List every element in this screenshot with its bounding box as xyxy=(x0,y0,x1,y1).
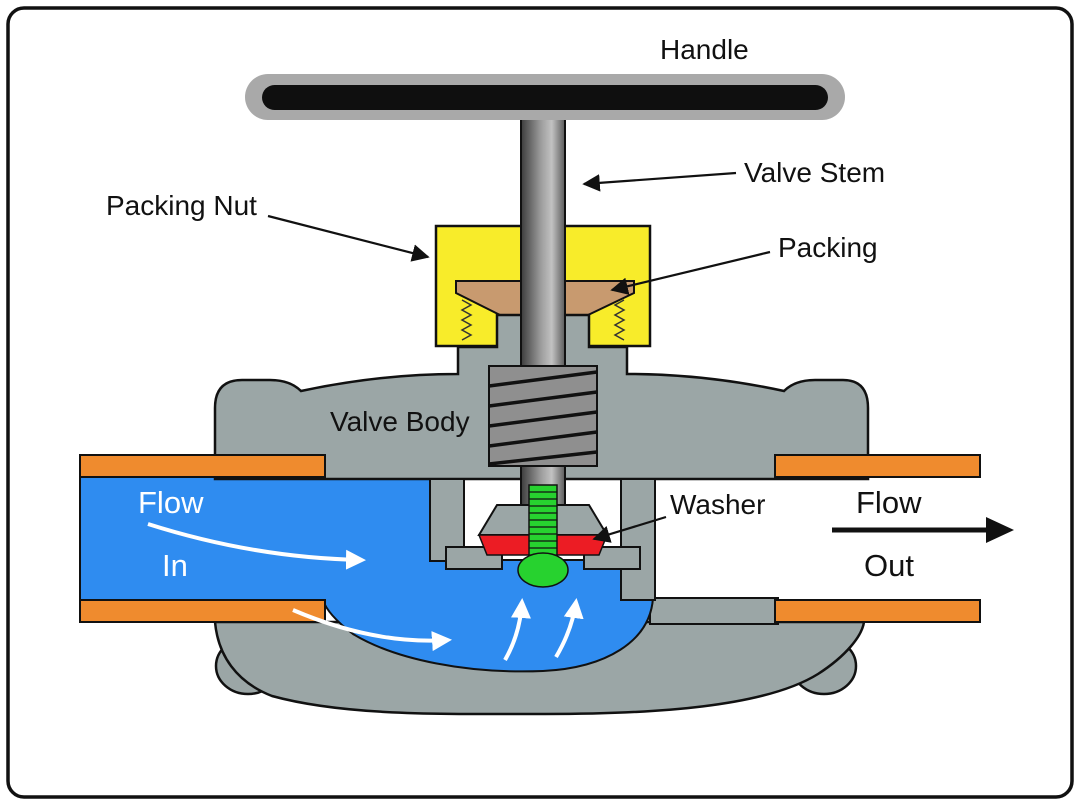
outlet-floor-wall xyxy=(649,597,779,625)
packing-nut-thread-right xyxy=(613,299,626,341)
packing-nut-leader-arrow xyxy=(267,214,430,262)
outlet-pipe-wall-bottom xyxy=(774,599,981,623)
flow-out-arrow-head xyxy=(986,517,1014,543)
packing-nut-thread-left xyxy=(460,299,473,341)
flow-in-label-line1: Flow xyxy=(138,485,204,520)
flow-in-label-line2: In xyxy=(162,548,188,583)
packing-nut-label: Packing Nut xyxy=(106,190,257,221)
inlet-pipe-wall-bottom xyxy=(79,599,326,623)
flow-arrow-in-1 xyxy=(147,522,366,570)
stem-thread-block xyxy=(488,365,598,467)
disc-rod-thread-lines xyxy=(529,491,557,556)
outlet-pipe-wall-top xyxy=(774,454,981,478)
flow-arrow-up-2 xyxy=(554,598,584,659)
flow-out-label-line1: Flow xyxy=(856,485,922,520)
valve-stem-leader-arrow xyxy=(582,171,737,192)
seat-wall-right xyxy=(620,478,656,601)
handle-core xyxy=(262,85,828,110)
disc-ball xyxy=(517,552,569,588)
valve-body-label: Valve Body xyxy=(330,406,470,437)
disc-threaded-rod xyxy=(528,484,558,564)
fluid-flow-passage xyxy=(79,476,655,673)
packing-leader-arrow xyxy=(610,250,771,295)
valve-stem-label: Valve Stem xyxy=(744,157,885,188)
flow-arrow-in-2 xyxy=(292,608,452,652)
flow-arrow-up-1 xyxy=(503,598,531,661)
flow-out-label-line2: Out xyxy=(864,548,914,583)
handle-label: Handle xyxy=(660,34,749,65)
stem-threads xyxy=(488,365,598,467)
stem-thread-ridges xyxy=(488,370,598,466)
washer-label: Washer xyxy=(670,489,765,520)
inlet-pipe-wall-top xyxy=(79,454,326,478)
washer-leader-arrow xyxy=(592,515,667,543)
packing-label: Packing xyxy=(778,232,878,263)
